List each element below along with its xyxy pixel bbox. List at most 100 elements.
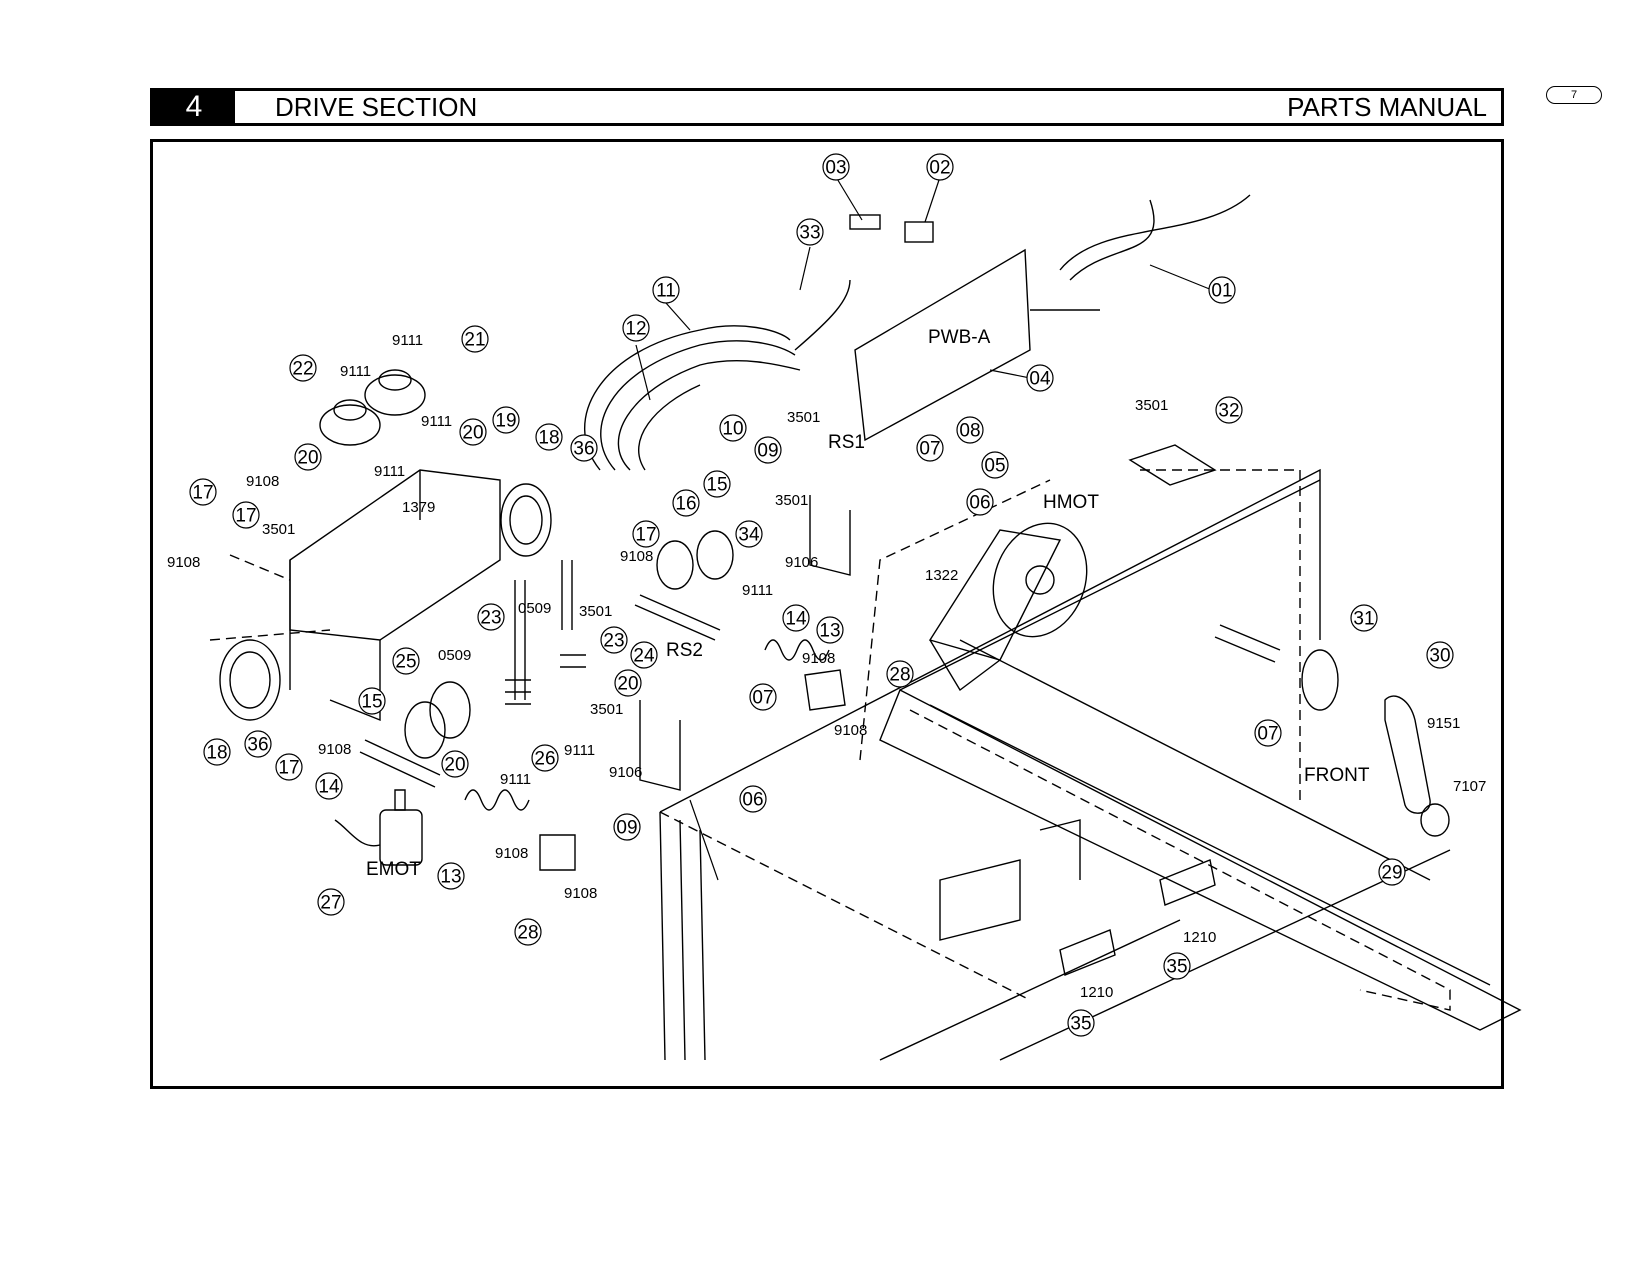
part-callout-35: 35 xyxy=(1163,952,1191,980)
svg-text:24: 24 xyxy=(633,646,655,667)
part-callout-07: 07 xyxy=(916,434,944,462)
part-callout-16: 16 xyxy=(672,489,700,517)
svg-text:03: 03 xyxy=(825,158,846,179)
svg-text:18: 18 xyxy=(538,428,559,449)
part-callout-14: 14 xyxy=(782,604,810,632)
hardware-code-3501-4: 3501 xyxy=(775,492,808,509)
svg-text:17: 17 xyxy=(278,758,299,779)
svg-text:36: 36 xyxy=(573,439,594,460)
section-number: 4 xyxy=(153,91,235,123)
part-callout-23: 23 xyxy=(477,603,505,631)
part-callout-35-2: 35 xyxy=(1067,1009,1095,1037)
svg-text:02: 02 xyxy=(929,158,950,179)
part-callout-26: 26 xyxy=(531,744,559,772)
part-callout-30: 30 xyxy=(1426,641,1454,669)
part-callout-20-3: 20 xyxy=(614,669,642,697)
svg-text:13: 13 xyxy=(819,621,840,642)
part-callout-21: 21 xyxy=(461,325,489,353)
hardware-code-3501-3: 3501 xyxy=(787,409,820,426)
svg-text:28: 28 xyxy=(889,665,910,686)
svg-text:28: 28 xyxy=(517,923,538,944)
hardware-code-0509: 0509 xyxy=(518,600,551,617)
part-callout-23-2: 23 xyxy=(600,626,628,654)
part-callout-27: 27 xyxy=(317,888,345,916)
component-label-front: FRONT xyxy=(1304,765,1370,786)
part-callout-13: 13 xyxy=(816,616,844,644)
part-callout-33: 33 xyxy=(796,218,824,246)
part-callout-17: 17 xyxy=(189,478,217,506)
svg-text:07: 07 xyxy=(752,688,773,709)
svg-text:09: 09 xyxy=(616,818,637,839)
svg-text:20: 20 xyxy=(462,423,483,444)
component-label-rs2: RS2 xyxy=(666,640,703,661)
hardware-code-9111-3: 9111 xyxy=(421,413,452,430)
part-callout-04: 04 xyxy=(1026,364,1054,392)
part-callout-09: 09 xyxy=(754,436,782,464)
svg-text:05: 05 xyxy=(984,456,1005,477)
part-callout-06-2: 06 xyxy=(739,785,767,813)
part-callout-12: 12 xyxy=(622,314,650,342)
component-label-hmot: HMOT xyxy=(1043,492,1099,513)
hardware-code-9108: 9108 xyxy=(246,473,279,490)
part-callout-14-2: 14 xyxy=(315,772,343,800)
svg-text:07: 07 xyxy=(919,439,940,460)
part-callout-08: 08 xyxy=(956,416,984,444)
part-callout-20-2: 20 xyxy=(294,443,322,471)
svg-text:35: 35 xyxy=(1166,957,1187,978)
hardware-code-9111-6: 9111 xyxy=(564,742,595,759)
svg-text:23: 23 xyxy=(480,608,501,629)
part-callout-20: 20 xyxy=(459,418,487,446)
svg-text:10: 10 xyxy=(722,419,743,440)
hardware-code-9111-5: 9111 xyxy=(742,582,773,599)
hardware-code-1210-2: 1210 xyxy=(1080,984,1113,1001)
part-callout-36: 36 xyxy=(570,434,598,462)
svg-text:22: 22 xyxy=(292,359,313,380)
svg-text:11: 11 xyxy=(656,281,676,302)
hardware-code-9108-7: 9108 xyxy=(495,845,528,862)
hardware-code-9108-2: 9108 xyxy=(167,554,200,571)
page-number-tab: 7 xyxy=(1546,86,1602,104)
svg-text:14: 14 xyxy=(785,609,807,630)
svg-text:34: 34 xyxy=(738,525,760,546)
svg-text:23: 23 xyxy=(603,631,624,652)
hardware-code-9111-4: 9111 xyxy=(374,463,405,480)
svg-text:26: 26 xyxy=(534,749,555,770)
svg-text:17: 17 xyxy=(235,506,256,527)
part-callout-01: 01 xyxy=(1208,276,1236,304)
hardware-code-9108-3: 9108 xyxy=(620,548,653,565)
part-callout-10: 10 xyxy=(719,414,747,442)
hardware-code-9108-6: 9108 xyxy=(318,741,351,758)
svg-text:17: 17 xyxy=(192,483,213,504)
part-callout-09-2: 09 xyxy=(613,813,641,841)
svg-text:35: 35 xyxy=(1070,1014,1091,1035)
part-callout-32: 32 xyxy=(1215,396,1243,424)
section-title: DRIVE SECTION xyxy=(275,92,478,122)
svg-text:18: 18 xyxy=(206,743,227,764)
part-callout-25: 25 xyxy=(392,647,420,675)
hardware-code-9106: 9106 xyxy=(785,554,818,571)
hardware-code-0509-2: 0509 xyxy=(438,647,471,664)
svg-text:20: 20 xyxy=(297,448,318,469)
hardware-code-3501: 3501 xyxy=(262,521,295,538)
part-callout-07-2: 07 xyxy=(749,683,777,711)
hardware-code-9151: 9151 xyxy=(1427,715,1460,732)
svg-text:17: 17 xyxy=(635,525,656,546)
hardware-code-7107: 7107 xyxy=(1453,778,1486,795)
part-callout-05: 05 xyxy=(981,451,1009,479)
hardware-code-9111-7: 9111 xyxy=(500,771,531,788)
svg-text:15: 15 xyxy=(361,692,382,713)
svg-text:09: 09 xyxy=(757,441,778,462)
svg-text:20: 20 xyxy=(444,755,465,776)
part-callout-28: 28 xyxy=(886,660,914,688)
svg-text:25: 25 xyxy=(395,652,416,673)
svg-text:01: 01 xyxy=(1211,281,1232,302)
part-callout-15: 15 xyxy=(703,470,731,498)
part-callout-02: 02 xyxy=(926,153,954,181)
part-callout-18-2: 18 xyxy=(203,738,231,766)
part-callout-22: 22 xyxy=(289,354,317,382)
component-label-rs1: RS1 xyxy=(828,432,865,453)
part-callout-15-2: 15 xyxy=(358,687,386,715)
svg-text:31: 31 xyxy=(1353,609,1374,630)
part-callout-17-2: 17 xyxy=(232,501,260,529)
